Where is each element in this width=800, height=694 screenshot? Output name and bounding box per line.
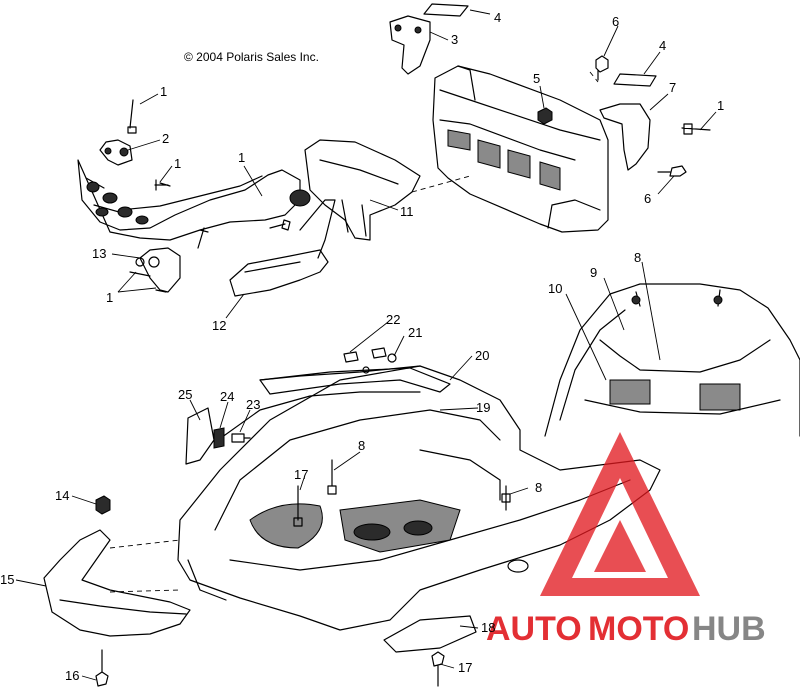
- callout-19: 19: [476, 400, 490, 415]
- callout-6: 6: [612, 14, 619, 29]
- watermark-auto: AUTO: [486, 610, 582, 648]
- copyright-text: © 2004 Polaris Sales Inc.: [184, 50, 319, 64]
- callout-14: 14: [55, 488, 69, 503]
- callout-labels: 1 2 1 1 13 1 12 11 3 4 5 6 4 7 1 6 10 9 …: [0, 10, 724, 683]
- callout-18: 18: [481, 620, 495, 635]
- callout-12: 12: [212, 318, 226, 333]
- callout-1: 1: [717, 98, 724, 113]
- callout-15: 15: [0, 572, 14, 587]
- callout-4: 4: [659, 38, 666, 53]
- callout-3: 3: [451, 32, 458, 47]
- callout-1: 1: [106, 290, 113, 305]
- callout-17: 17: [294, 467, 308, 482]
- callout-10: 10: [548, 281, 562, 296]
- callout-1: 1: [174, 156, 181, 171]
- callout-2: 2: [162, 131, 169, 146]
- callout-23: 23: [246, 397, 260, 412]
- left-frame-assembly: [77, 99, 421, 297]
- watermark-hub: HUB: [692, 610, 766, 648]
- watermark-triangle-logo: [540, 432, 700, 596]
- callout-4: 4: [494, 10, 501, 25]
- callout-16: 16: [65, 668, 79, 683]
- callout-21: 21: [408, 325, 422, 340]
- callout-22: 22: [386, 312, 400, 327]
- callout-8: 8: [634, 250, 641, 265]
- callout-1: 1: [160, 84, 167, 99]
- watermark-moto: MOTO: [588, 610, 689, 648]
- callout-25: 25: [178, 387, 192, 402]
- callout-8: 8: [535, 480, 542, 495]
- callout-9: 9: [590, 265, 597, 280]
- hood-belly-pan: [43, 347, 661, 687]
- callout-20: 20: [475, 348, 489, 363]
- hood-interior-view: [544, 283, 800, 437]
- callout-13: 13: [92, 246, 106, 261]
- callout-8: 8: [358, 438, 365, 453]
- callout-17: 17: [458, 660, 472, 675]
- callout-24: 24: [220, 389, 234, 404]
- callout-leaders: [15, 9, 717, 681]
- callout-11: 11: [400, 204, 414, 219]
- callout-7: 7: [669, 80, 676, 95]
- front-bulkhead-assembly: [389, 3, 711, 233]
- automotohub-watermark: AUTO MOTO HUB: [486, 432, 766, 648]
- callout-1: 1: [238, 150, 245, 165]
- callout-5: 5: [533, 71, 540, 86]
- callout-6: 6: [644, 191, 651, 206]
